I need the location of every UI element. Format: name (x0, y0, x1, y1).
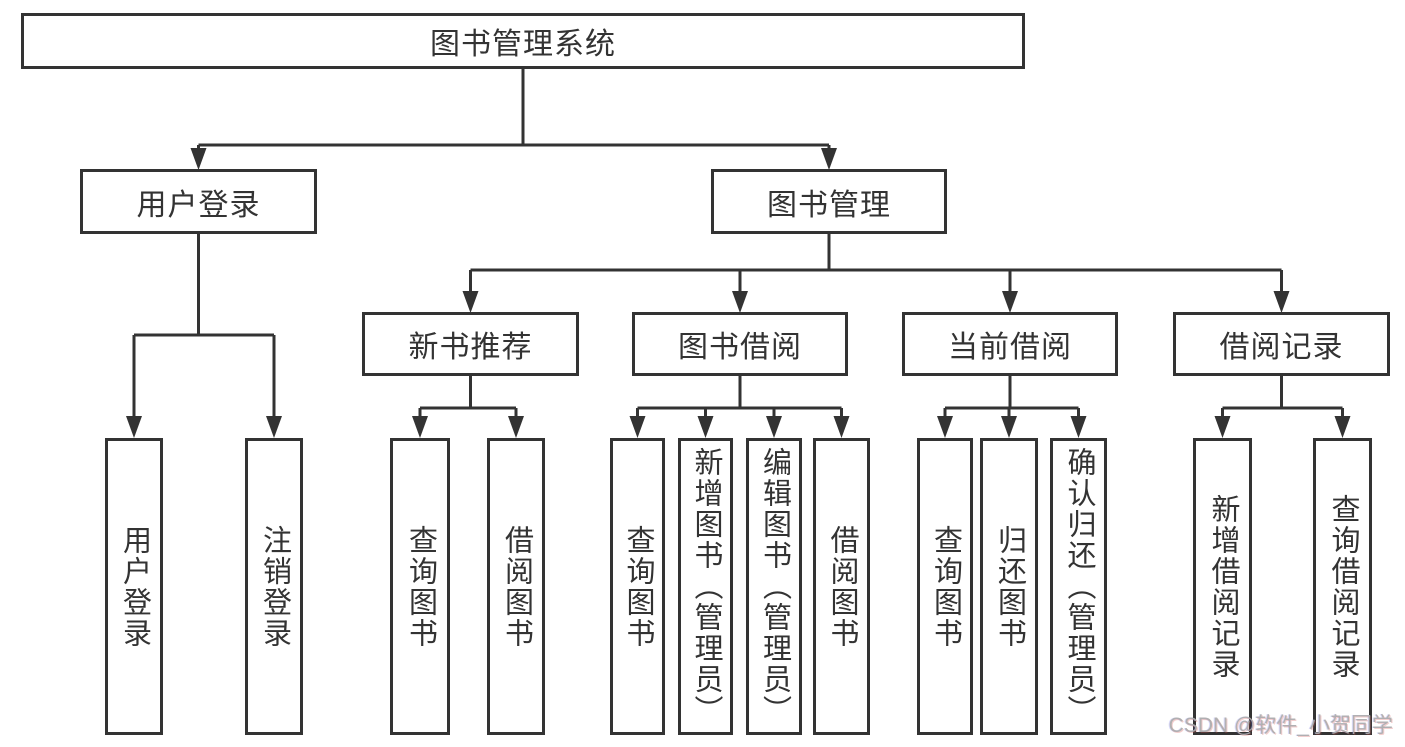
node-borrow-records: 借阅记录 (1173, 312, 1390, 376)
node-borrow-records-label: 借阅记录 (1219, 331, 1344, 364)
leaf-borrow-books-label: 借阅图书 (826, 524, 858, 649)
node-book-management-label: 图书管理 (767, 188, 891, 222)
leaf-edit-books-admin: 编辑图书（管理员） (746, 438, 802, 735)
node-current-borrowing-label: 当前借阅 (948, 331, 1072, 364)
leaf-query-books-recommend-label: 查询图书 (404, 524, 437, 649)
leaf-return-books: 归还图书 (980, 438, 1038, 735)
leaf-confirm-return-admin: 确认归还（管理员） (1050, 438, 1107, 735)
leaf-add-books-admin: 新增图书（管理员） (678, 438, 733, 735)
leaf-borrow-books-recommend-label: 借阅图书 (500, 524, 533, 649)
leaf-add-books-admin-label: 新增图书（管理员） (690, 447, 722, 726)
node-user-login: 用户登录 (80, 169, 317, 234)
leaf-logout: 注销登录 (245, 438, 303, 735)
leaf-user-login-label: 用户登录 (118, 524, 151, 649)
node-book-borrowing: 图书借阅 (632, 312, 848, 376)
leaf-query-books-recommend: 查询图书 (390, 438, 450, 735)
leaf-add-borrow-record: 新增借阅记录 (1193, 438, 1252, 735)
leaf-edit-books-admin-label: 编辑图书（管理员） (758, 447, 791, 726)
node-book-borrowing-label: 图书借阅 (678, 331, 802, 364)
leaf-query-books-borrowing-label: 查询图书 (622, 524, 654, 649)
leaf-borrow-books-recommend: 借阅图书 (487, 438, 545, 735)
leaf-add-borrow-record-label: 新增借阅记录 (1207, 493, 1239, 680)
node-root-label: 图书管理系统 (430, 28, 616, 61)
csdn-watermark: CSDN @软件_小贺同学 (1168, 714, 1393, 737)
leaf-query-borrow-record: 查询借阅记录 (1313, 438, 1372, 735)
leaf-borrow-books: 借阅图书 (813, 438, 870, 735)
arrowhead-group (126, 148, 1351, 438)
leaf-return-books-label: 归还图书 (993, 524, 1026, 649)
node-user-login-label: 用户登录 (136, 188, 261, 222)
node-book-management: 图书管理 (711, 169, 947, 234)
node-root: 图书管理系统 (21, 13, 1025, 69)
node-new-book-recommend: 新书推荐 (362, 312, 579, 376)
leaf-confirm-return-admin-label: 确认归还（管理员） (1063, 447, 1095, 726)
leaf-query-borrow-record-label: 查询借阅记录 (1327, 493, 1359, 680)
node-current-borrowing: 当前借阅 (902, 312, 1118, 376)
leaf-query-books-current-label: 查询图书 (929, 524, 962, 649)
leaf-query-books-borrowing: 查询图书 (610, 438, 665, 735)
node-new-book-recommend-label: 新书推荐 (408, 331, 533, 364)
leaf-query-books-current: 查询图书 (917, 438, 973, 735)
leaf-user-login: 用户登录 (105, 438, 163, 735)
leaf-logout-label: 注销登录 (258, 524, 291, 649)
